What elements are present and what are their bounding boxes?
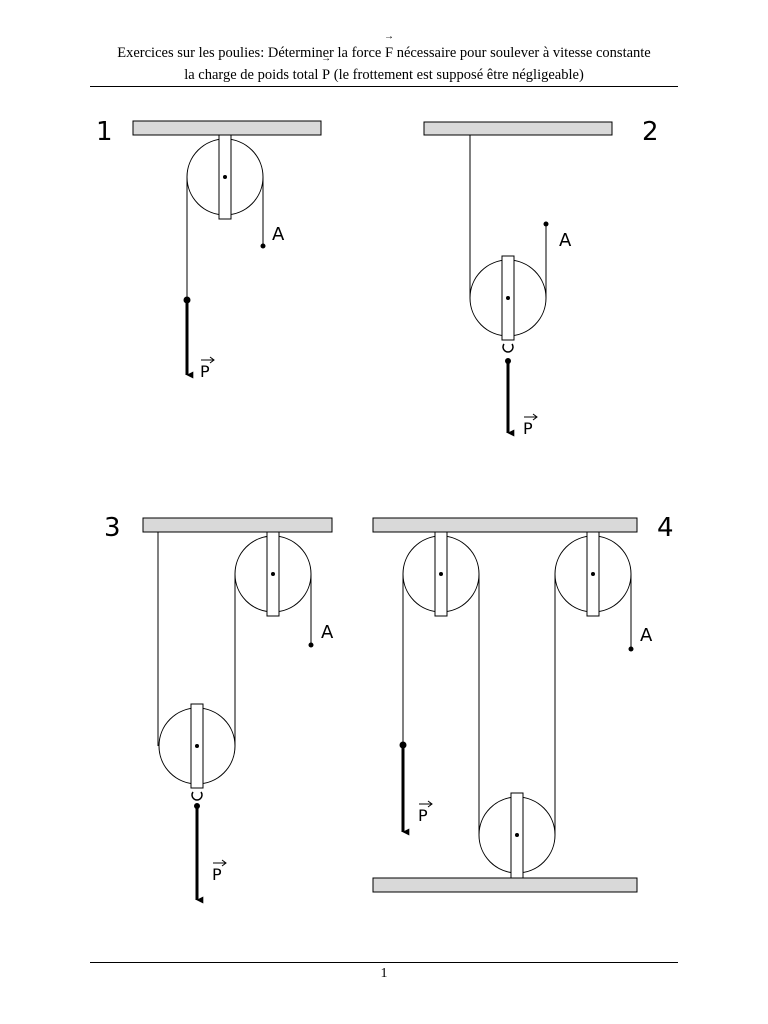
pulley-axle (506, 296, 510, 300)
figure-number: 2 (642, 117, 659, 147)
pulley-axle (271, 572, 275, 576)
footer-rule (90, 962, 678, 963)
weight-vector-symbol: P (322, 64, 330, 86)
vector-arrow-icon (213, 859, 227, 867)
point-a-label: A (559, 230, 572, 251)
page-header: Exercices sur les poulies: Déterminer la… (0, 42, 768, 86)
weight-label: P (418, 806, 428, 825)
pulley-axle (591, 572, 595, 576)
page-number: 1 (380, 966, 388, 981)
ceiling-support (132, 120, 322, 136)
ceiling-support (142, 517, 333, 533)
weight-label: P (200, 362, 210, 381)
floor-support (372, 877, 638, 893)
figure-number: 4 (657, 513, 674, 543)
hook-icon (191, 791, 203, 801)
pulley-axle (515, 833, 519, 837)
pulley-axle (223, 175, 227, 179)
figure-4: 4 A P (372, 513, 674, 893)
figure-2: 2 A P (423, 117, 659, 438)
point-a-label: A (640, 625, 653, 646)
figure-3: 3 A P (104, 513, 334, 904)
vector-arrow-icon (201, 356, 215, 364)
header-text: Exercices sur les poulies: Déterminer la… (117, 45, 382, 61)
figure-number: 3 (104, 513, 121, 543)
header-line-1: Exercices sur les poulies: Déterminer la… (0, 42, 768, 64)
point-a-label: A (272, 224, 285, 245)
figure-number: 1 (96, 117, 113, 147)
ceiling-support (423, 121, 613, 136)
header-text: (le frottement est supposé être négligea… (333, 67, 584, 83)
header-line-2: la charge de poids total P (le frottemen… (0, 64, 768, 86)
weight-label: P (212, 865, 222, 884)
header-text: nécessaire pour soulever à vitesse const… (396, 45, 651, 61)
force-vector-symbol: F (385, 42, 393, 64)
hook-icon (502, 343, 514, 353)
point-a-label: A (321, 622, 334, 643)
point-a-dot (260, 243, 266, 249)
header-text: la charge de poids total (184, 67, 319, 83)
vector-arrow-icon (419, 800, 433, 808)
figure-1: 1 A P (96, 117, 322, 381)
vector-arrow-icon (524, 413, 538, 421)
header-rule (90, 86, 678, 87)
pulley-axle (195, 744, 199, 748)
point-a-dot (308, 642, 314, 648)
weight-label: P (523, 419, 533, 438)
point-a-dot (543, 221, 549, 227)
pulley-axle (439, 572, 443, 576)
ceiling-support (372, 517, 638, 533)
point-a-dot (628, 646, 634, 652)
